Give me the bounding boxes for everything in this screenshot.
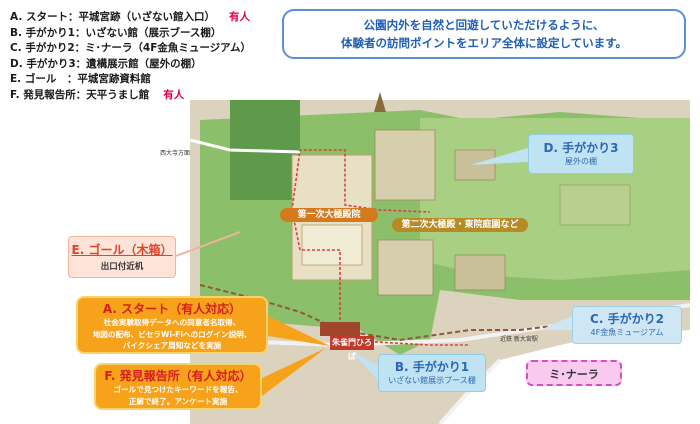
leader-e <box>175 231 241 257</box>
callout-clue2: C. 手がかり2 4F金魚ミュージアム <box>572 306 682 344</box>
callout-minara-title: ミ･ナーラ <box>549 368 599 381</box>
building <box>454 254 506 291</box>
callout-start-title: A. スタート（有人対応） <box>102 302 242 316</box>
callout-minara: ミ･ナーラ <box>526 360 622 386</box>
leader-d <box>470 148 528 165</box>
legend-item-d: D. 手がかり3：遺構展示館（屋外の棚） <box>10 57 202 70</box>
callout-start-line1: 社会実験取得データへの同意者名取得、 <box>103 318 241 327</box>
pagoda-icon <box>374 92 386 112</box>
callout-clue1-sub: いざない館展示ブース棚 <box>388 376 476 385</box>
callout-report-line2: 正解で終了。アンケート実施 <box>128 396 228 406</box>
leader-b <box>350 350 378 380</box>
callout-clue3: D. 手がかり3 屋外の棚 <box>528 134 634 174</box>
callout-goal-title: E. ゴール（木箱） <box>71 243 173 257</box>
callout-report: F. 発見報告所（有人対応） ゴールで見つけたキーワードを報告、 正解で終了。ア… <box>94 363 262 410</box>
east-compound <box>374 129 436 201</box>
building <box>559 184 631 226</box>
legend-item-f: F. 発見報告所：天平うまし館有人 <box>10 88 185 101</box>
callout-clue2-sub: 4F金魚ミュージアム <box>590 328 664 337</box>
east-compound-2 <box>377 239 434 296</box>
callout-goal: E. ゴール（木箱） 出口付近机 <box>68 236 176 278</box>
leader-c <box>540 316 572 330</box>
leader-f <box>262 348 326 396</box>
callout-clue1: B. 手がかり1 いざない館展示ブース棚 <box>378 354 486 392</box>
info-line-2: 体験者の訪問ポイントをエリア全体に設定しています。 <box>340 36 627 50</box>
callout-clue1-title: B. 手がかり1 <box>394 360 470 374</box>
legend-item-a: A. スタート：平城宮跡（いざない館入口）有人 <box>10 11 250 23</box>
gate-label: 朱雀門ひろば <box>330 336 374 361</box>
road-west <box>189 138 301 154</box>
legend: A. スタート：平城宮跡（いざない館入口）有人 B. 手がかり1：いざない館（展… <box>10 10 275 103</box>
callout-goal-sub: 出口付近机 <box>100 262 144 272</box>
area-label-daigokuden2: 第二次大極殿・東院庭園など <box>392 218 528 232</box>
legend-item-e: E. ゴール ：平城宮跡資料館 <box>10 73 151 85</box>
map-label-nishi: 西大寺方面 <box>160 150 191 157</box>
callout-start: A. スタート（有人対応） 社会実験取得データへの同意者名取得、 地図の配布、ビ… <box>76 296 268 354</box>
callout-start-line3: バイクシェア周知などを実施 <box>122 341 222 350</box>
building <box>454 149 496 181</box>
callout-clue3-sub: 屋外の棚 <box>565 157 597 166</box>
callout-start-line2: 地図の配布、ビセラWi-Fiへのログイン説明、 <box>92 329 252 339</box>
info-box: 公園内外を自然と回遊していただけるように、 体験者の訪問ポイントをエリア全体に設… <box>282 9 686 59</box>
palace-inner <box>301 224 363 266</box>
leader-a <box>268 316 330 346</box>
callout-report-title: F. 発見報告所（有人対応） <box>104 369 252 383</box>
area-label-daigokuden1: 第一次大極殿院 <box>280 208 378 222</box>
legend-item-b: B. 手がかり1：いざない館（展示ブース棚） <box>10 26 222 39</box>
callout-clue3-title: D. 手がかり3 <box>543 141 619 155</box>
gate-building <box>320 322 360 336</box>
info-line-1: 公園内外を自然と回遊していただけるように、 <box>363 18 605 32</box>
legend-item-c: C. 手がかり2：ミ･ナーラ（4F金魚ミュージアム） <box>10 42 251 54</box>
callout-clue2-title: C. 手がかり2 <box>590 312 664 326</box>
callout-report-line1: ゴールで見つけたキーワードを報告、 <box>113 385 243 394</box>
route-line <box>291 149 431 340</box>
map-label-station: 近鉄 新大宮駅 <box>500 336 538 343</box>
